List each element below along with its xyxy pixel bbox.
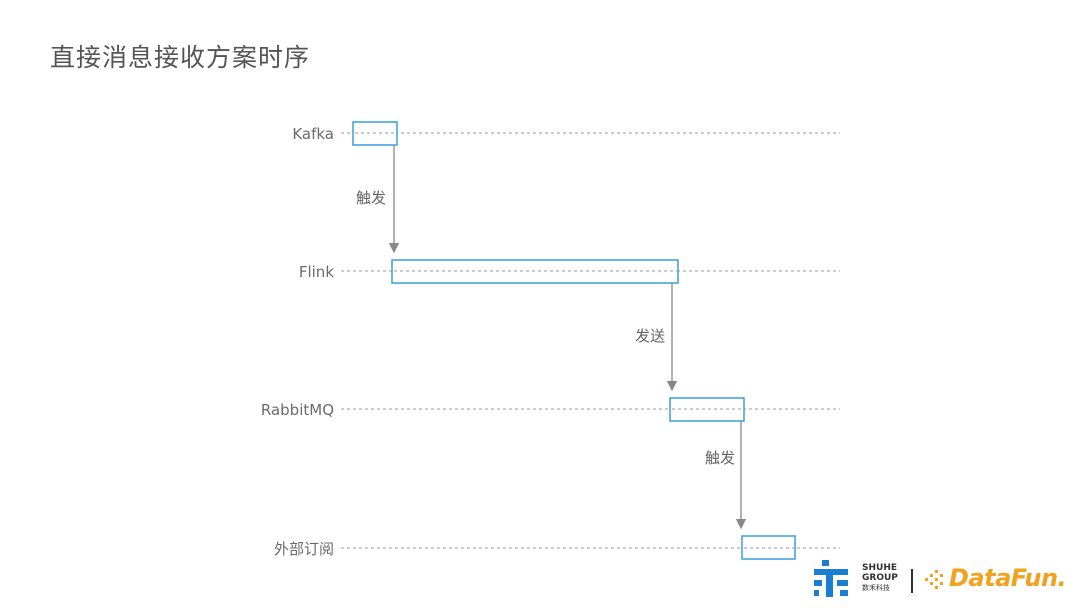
footer-logos: SHUHE GROUP 数禾科技 DataFun. bbox=[812, 556, 1072, 602]
message-label-send: 发送 bbox=[635, 327, 665, 345]
shuhe-line3: 数禾科技 bbox=[862, 584, 890, 592]
datafun-logo-text: DataFun. bbox=[949, 564, 1067, 592]
activation-rabbitmq bbox=[669, 397, 745, 422]
page-title: 直接消息接收方案时序 bbox=[50, 43, 311, 72]
lane-label-rabbitmq: RabbitMQ bbox=[261, 401, 334, 419]
shuhe-logo-mark bbox=[814, 560, 848, 597]
message-label-trigger-2: 触发 bbox=[705, 449, 735, 467]
datafun-logo-mark bbox=[925, 570, 943, 589]
shuhe-line1: SHUHE bbox=[862, 563, 898, 573]
message-label-trigger-1: 触发 bbox=[356, 189, 386, 207]
lane-label-external: 外部订阅 bbox=[274, 540, 334, 558]
lane-label-kafka: Kafka bbox=[292, 125, 334, 143]
logo-divider bbox=[911, 569, 913, 593]
shuhe-logo-text: SHUHE GROUP 数禾科技 bbox=[862, 563, 898, 593]
shuhe-line2: GROUP bbox=[862, 573, 898, 583]
lane-label-flink: Flink bbox=[299, 263, 334, 281]
